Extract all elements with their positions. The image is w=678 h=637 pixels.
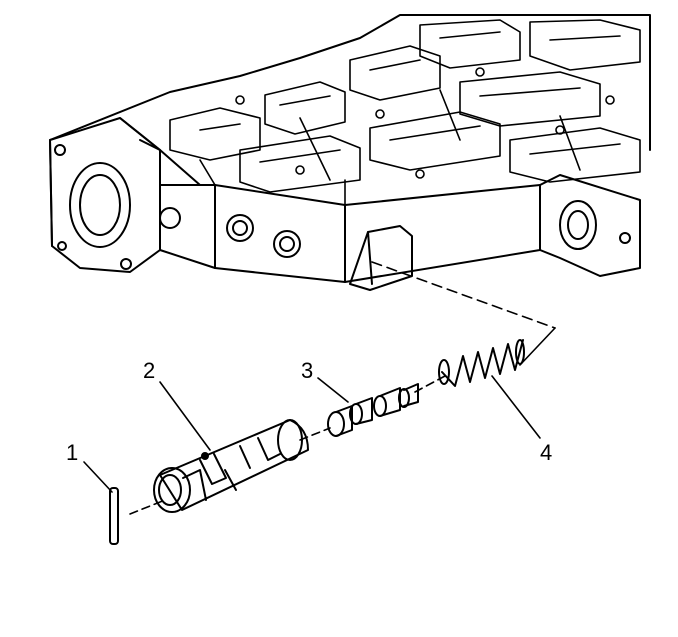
valve-bore-a xyxy=(226,214,254,242)
callout-3: 3 xyxy=(301,358,313,383)
valve-body-top-outline xyxy=(49,14,651,151)
valve-bore-b xyxy=(273,230,301,258)
spool-icon xyxy=(327,383,419,437)
callout-1: 1 xyxy=(66,440,78,465)
right-bore xyxy=(559,200,597,250)
valve-sleeve xyxy=(153,419,309,513)
spring-icon xyxy=(438,339,525,387)
leader-2 xyxy=(159,381,211,451)
leader-1 xyxy=(83,461,113,493)
sleeve-icon xyxy=(159,419,309,511)
roll-pin xyxy=(109,487,119,545)
valve-spool xyxy=(327,383,419,437)
spring xyxy=(438,339,525,387)
callout-4: 4 xyxy=(540,440,552,465)
leader-4 xyxy=(491,375,541,439)
assembly-centerline xyxy=(129,261,556,515)
valve-body xyxy=(49,14,651,291)
valve-body-end-flange xyxy=(49,117,201,273)
pin-icon xyxy=(109,487,119,545)
callout-2: 2 xyxy=(143,358,155,383)
leader-lines xyxy=(83,375,541,493)
leader-3 xyxy=(317,377,349,403)
valve-body-right-end xyxy=(539,174,641,277)
flange-bore xyxy=(69,162,131,248)
valve-body-passages xyxy=(169,19,641,206)
valve-body-front-face xyxy=(159,184,541,291)
